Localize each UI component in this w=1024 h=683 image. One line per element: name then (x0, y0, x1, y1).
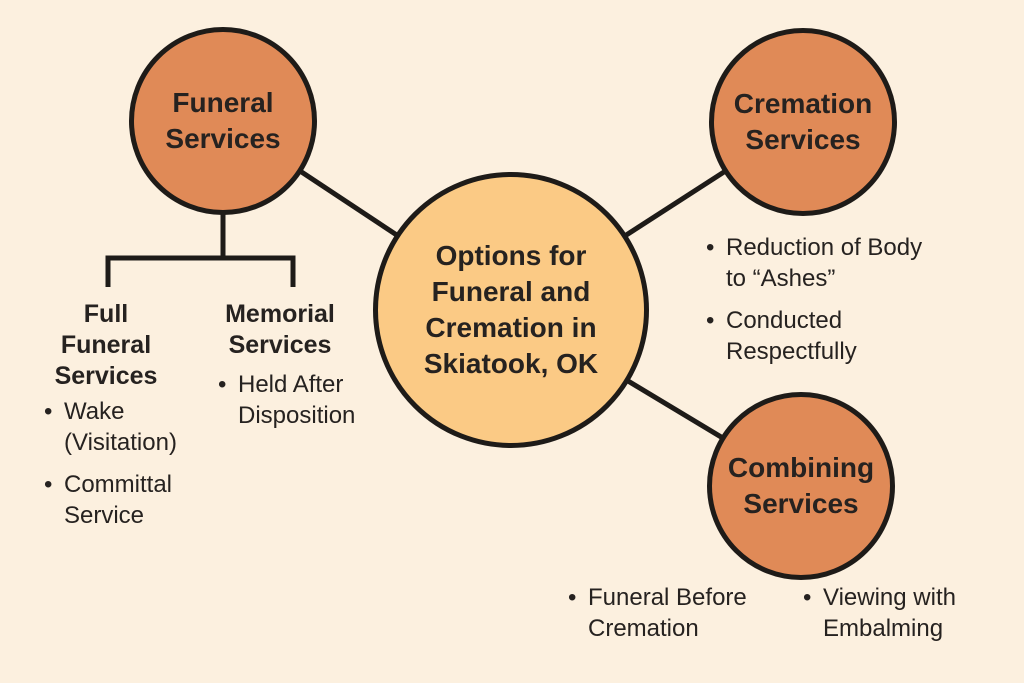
bullet-dot: • (568, 584, 577, 611)
bullet-dot: • (44, 398, 53, 425)
cremation-bullet-list: • Reduction of Body to “Ashes” • Conduct… (706, 232, 926, 367)
bullet-dot: • (44, 471, 53, 498)
bullet-text: Conducted Respectfully (726, 307, 857, 365)
bullet-funeral-before-cremation: • Funeral Before Cremation (568, 582, 763, 644)
bullet-wake-visitation: • Wake (Visitation) (44, 396, 199, 458)
bullet-dot: • (803, 584, 812, 611)
node-funeral-services-label: Funeral Services (165, 87, 281, 154)
node-combining-services-label: Combining Services (727, 452, 875, 519)
full-funeral-bullet-list: • Wake (Visitation) • Committal Service (44, 396, 199, 531)
bullet-text: Held After Disposition (238, 371, 356, 429)
bullet-committal-service: • Committal Service (44, 469, 199, 531)
bullet-text: Funeral Before Cremation (588, 584, 747, 642)
heading-memorial-services: Memorial Services (225, 300, 335, 359)
bullet-held-after-disposition: • Held After Disposition (218, 369, 373, 431)
connector-funeral-bracket (105, 205, 296, 287)
bullet-text: Reduction of Body to “Ashes” (726, 234, 923, 292)
bullet-text: Viewing with Embalming (823, 584, 956, 642)
node-cremation-services: Cremation Services (709, 28, 897, 216)
bullet-dot: • (706, 307, 715, 334)
bullet-reduction-of-body: • Reduction of Body to “Ashes” (706, 232, 926, 294)
bullet-dot: • (218, 371, 227, 398)
node-cremation-services-label: Cremation Services (733, 88, 873, 155)
memorial-bullet-list: • Held After Disposition (218, 369, 373, 431)
heading-full-funeral-services: Full Funeral Services (54, 300, 158, 390)
bullet-dot: • (706, 234, 715, 261)
node-center-options: Options for Funeral and Cremation in Ski… (373, 172, 649, 448)
bullet-text: Committal Service (64, 471, 173, 529)
node-combining-services: Combining Services (707, 392, 895, 580)
node-center-options-label: Options for Funeral and Cremation in Ski… (423, 240, 599, 379)
bullet-text: Wake (Visitation) (64, 398, 177, 456)
bullet-conducted-respectfully: • Conducted Respectfully (706, 305, 926, 367)
bullet-viewing-with-embalming: • Viewing with Embalming (803, 582, 973, 644)
node-funeral-services: Funeral Services (129, 27, 317, 215)
